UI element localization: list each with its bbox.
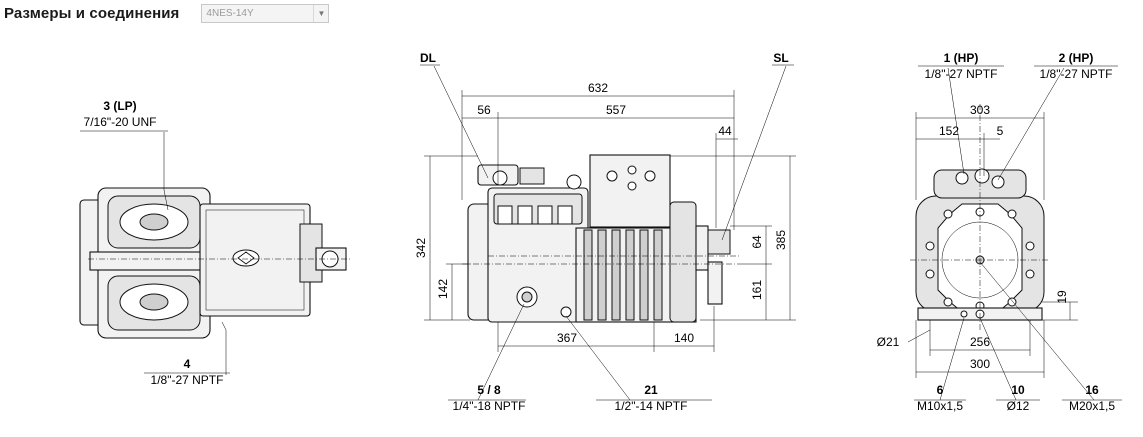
conn-6-number: 6 [937, 383, 944, 397]
header: Размеры и соединения 4NES-14Y ▼ [4, 2, 330, 24]
conn-16-spec: M20x1,5 [1069, 399, 1115, 413]
conn-21-spec: 1/2"-14 NPTF [615, 399, 688, 413]
dim-385: 385 [774, 230, 788, 250]
sl-label: SL [773, 51, 788, 65]
page-title: Размеры и соединения [4, 4, 180, 22]
dl-label: DL [420, 51, 436, 65]
dim-367: 367 [557, 331, 577, 345]
conn-10-number: 10 [1011, 383, 1025, 397]
dim-142: 142 [436, 279, 450, 299]
dim-256: 256 [970, 335, 990, 349]
dim-632: 632 [588, 81, 608, 95]
chevron-down-icon[interactable]: ▼ [313, 4, 328, 22]
conn-3-number: 3 (LP) [103, 99, 136, 113]
side-view [420, 64, 796, 401]
conn-2-number: 2 (HP) [1059, 51, 1094, 65]
conn-10-spec: Ø12 [1007, 399, 1030, 413]
dim-44: 44 [718, 124, 732, 138]
conn-6-spec: M10x1,5 [917, 399, 963, 413]
model-select-value: 4NES-14Y [206, 7, 254, 19]
dim-5: 5 [997, 124, 1004, 138]
dim-303: 303 [970, 103, 990, 117]
dim-diameter-21: Ø21 [877, 335, 900, 349]
dim-300: 300 [970, 357, 990, 371]
conn-5-8-number: 5 / 8 [477, 383, 501, 397]
conn-2-spec: 1/8"-27 NPTF [1040, 67, 1113, 81]
dim-56: 56 [477, 103, 491, 117]
model-select[interactable]: 4NES-14Y ▼ [201, 3, 330, 23]
conn-5-8-spec: 1/4"-18 NPTF [453, 399, 526, 413]
conn-1-number: 1 (HP) [944, 51, 979, 65]
dim-342: 342 [414, 238, 428, 258]
dim-140: 140 [674, 331, 694, 345]
dim-557: 557 [606, 103, 626, 117]
dim-161: 161 [750, 280, 764, 300]
conn-3-spec: 7/16"-20 UNF [84, 115, 157, 129]
top-view [79, 130, 352, 375]
conn-4-number: 4 [184, 357, 191, 371]
conn-1-spec: 1/8"-27 NPTF [925, 67, 998, 81]
dim-152: 152 [939, 124, 959, 138]
conn-16-number: 16 [1085, 383, 1099, 397]
end-view [907, 65, 1122, 401]
dim-19: 19 [1055, 290, 1069, 304]
conn-21-number: 21 [644, 383, 658, 397]
conn-4-spec: 1/8"-27 NPTF [151, 373, 224, 387]
dim-64: 64 [750, 235, 764, 249]
